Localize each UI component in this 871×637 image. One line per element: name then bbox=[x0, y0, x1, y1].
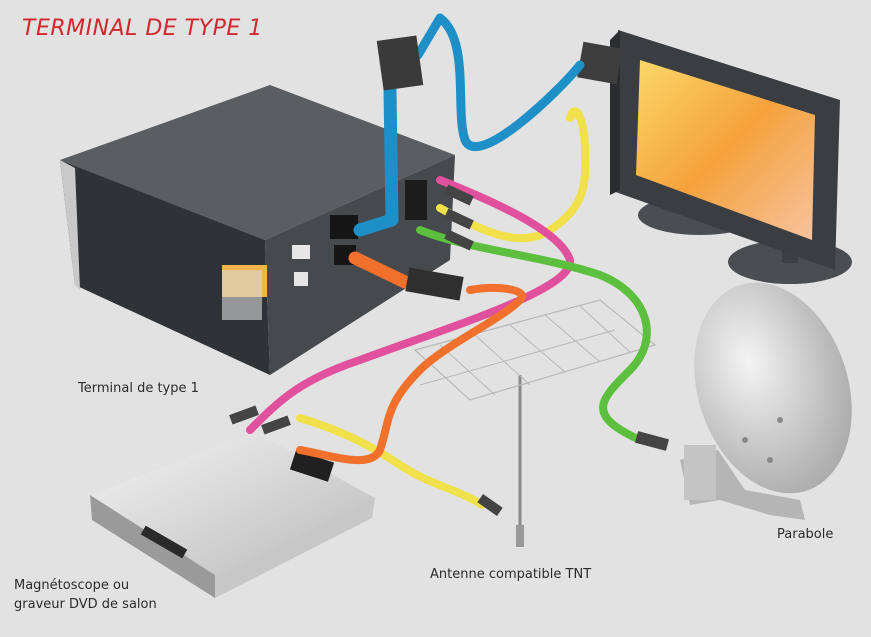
label-dish: Parabole bbox=[777, 527, 834, 542]
label-vcr: Magnétoscope ou graveur DVD de salon bbox=[14, 576, 157, 614]
tv bbox=[577, 30, 852, 284]
vcr-dvd-recorder bbox=[90, 432, 375, 598]
satellite-dish bbox=[680, 282, 852, 520]
antenna bbox=[413, 299, 657, 547]
label-vcr-line2: graveur DVD de salon bbox=[14, 597, 157, 612]
connectors bbox=[229, 35, 670, 516]
diagram-title: TERMINAL DE TYPE 1 bbox=[22, 16, 263, 41]
cable-green bbox=[416, 226, 651, 444]
cable-pink bbox=[246, 176, 574, 434]
label-antenna: Antenne compatible TNT bbox=[430, 567, 592, 582]
label-vcr-line1: Magnétoscope ou bbox=[14, 578, 130, 593]
label-terminal: Terminal de type 1 bbox=[78, 381, 199, 396]
cable-yellow bbox=[296, 107, 590, 509]
cable-blue bbox=[353, 13, 585, 237]
cable-orange bbox=[296, 251, 526, 465]
